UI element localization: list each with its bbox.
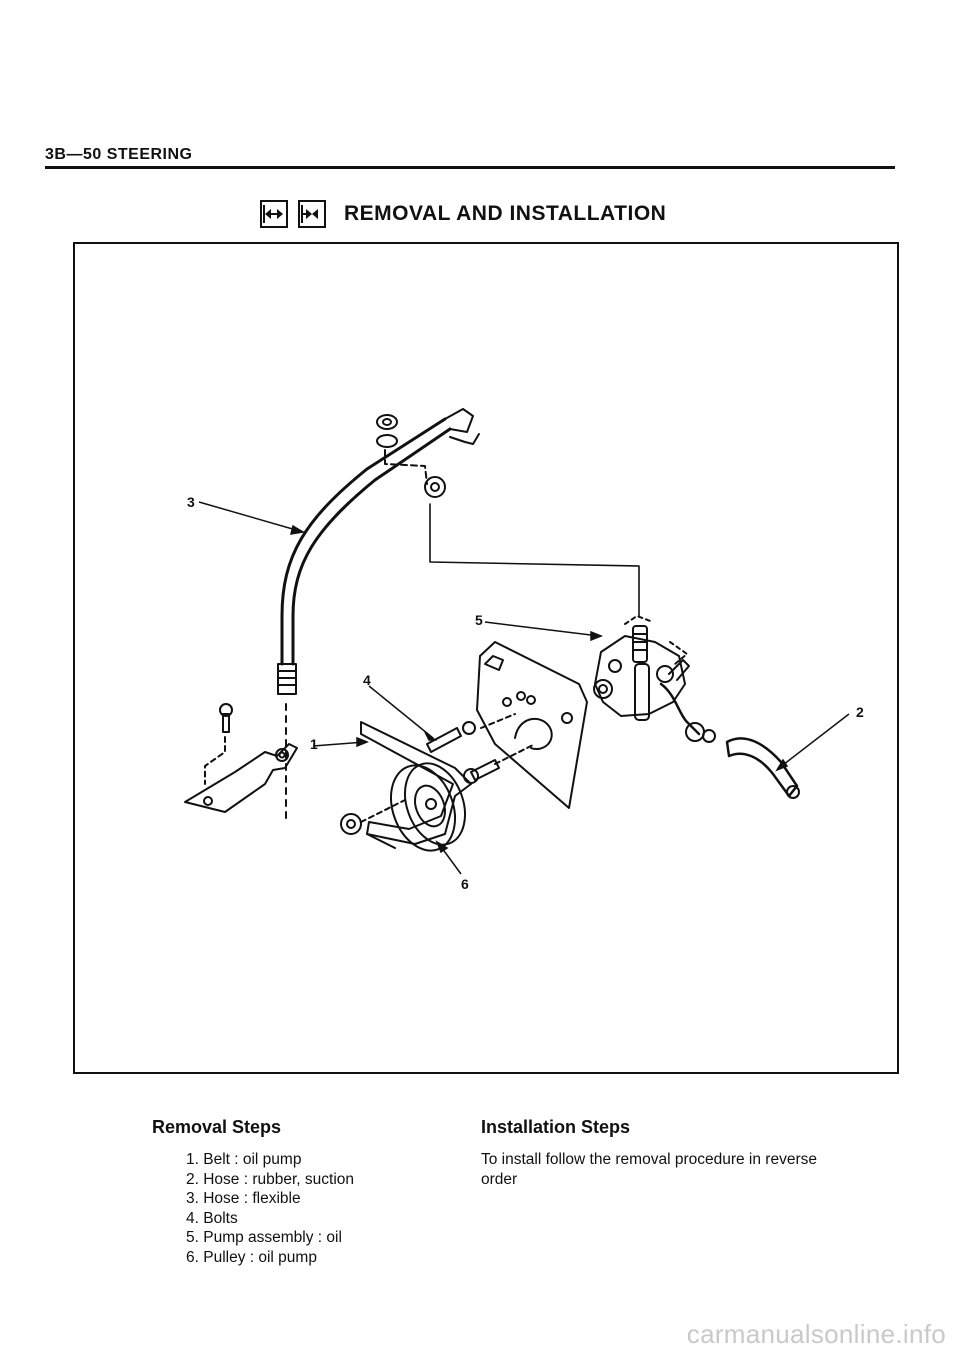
section-title-label: REMOVAL AND INSTALLATION (344, 202, 667, 225)
installation-arrows-icon (298, 200, 326, 228)
removal-steps-heading: Removal Steps (152, 1117, 282, 1137)
callout-6: 6 (461, 876, 469, 892)
rubber-suction-hose (725, 737, 799, 798)
callout-1: 1 (310, 736, 318, 752)
removal-step: 5. Pump assembly : oil (186, 1229, 342, 1246)
pump-mounting-plate (476, 641, 588, 809)
removal-step: 1. Belt : oil pump (186, 1151, 302, 1168)
removal-step: 2. Hose : rubber, suction (186, 1170, 355, 1188)
hose-bracket (184, 743, 298, 813)
installation-steps-text: To install follow the removal procedure … (481, 1151, 817, 1188)
power-steering-pump-drawing (184, 408, 850, 875)
callout-3: 3 (187, 494, 195, 510)
removal-steps-list: 1. Belt : oil pump 2. Hose : rubber, suc… (186, 1150, 354, 1267)
section-header: 3B—50 STEERING (45, 146, 193, 163)
banjo-fitting (424, 476, 446, 498)
pulley (390, 764, 456, 852)
bolt-lower (470, 759, 500, 781)
callout-4: 4 (363, 672, 371, 688)
removal-step: 4. Bolts (186, 1209, 238, 1227)
header-rule (45, 166, 895, 169)
callout-5: 5 (475, 612, 483, 628)
site-watermark: carmanualsonline.info (686, 1319, 946, 1349)
exploded-view-figure: 1 2 3 4 5 6 (73, 242, 899, 1074)
removal-step: 6. Pulley : oil pump (186, 1248, 317, 1266)
removal-arrows-icon (260, 200, 288, 228)
flexible-hose (291, 427, 452, 666)
removal-step: 3. Hose : flexible (186, 1190, 301, 1207)
installation-steps-heading: Installation Steps (481, 1117, 631, 1137)
bolt-upper (426, 727, 462, 753)
pulley-nut (340, 813, 362, 835)
oil-pump-assembly (594, 635, 686, 717)
callout-2: 2 (856, 704, 864, 720)
section-title: REMOVAL AND INSTALLATION (260, 198, 666, 230)
